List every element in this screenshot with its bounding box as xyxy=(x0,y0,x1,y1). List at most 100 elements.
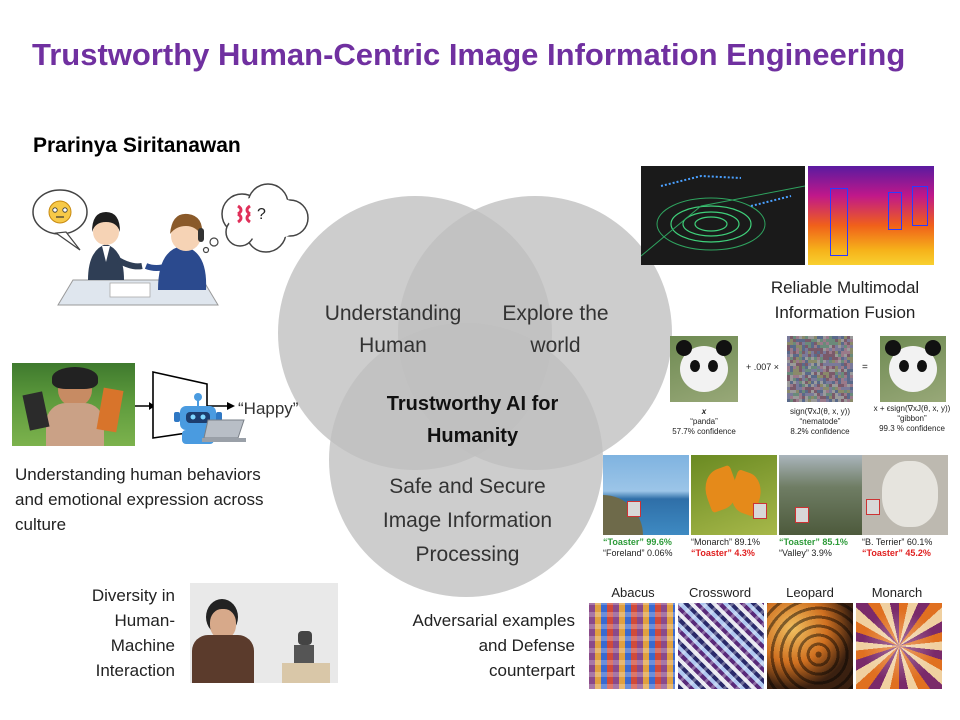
table xyxy=(282,663,330,683)
thought-cloud xyxy=(202,183,309,254)
venn-label-center-line2: Humanity xyxy=(426,425,519,447)
toaster-caption-label: “Toaster” xyxy=(779,537,820,547)
venn-label-safe: Safe and Secure Image Information Proces… xyxy=(345,470,590,572)
lidar-pointcloud-image xyxy=(641,166,805,265)
noise-var: sign(∇xJ(θ, x, y)) xyxy=(789,407,851,416)
toaster-patch xyxy=(866,499,880,515)
panda-var: x xyxy=(701,407,707,416)
woman-with-product-photo xyxy=(12,363,135,446)
laptop-icon xyxy=(203,419,245,439)
emotion-caption-line3: culture xyxy=(15,515,67,534)
venn-label-human-line1: Understanding xyxy=(324,302,462,325)
toaster-caption: “Toaster” 85.1% “Valley” 3.9% xyxy=(779,537,869,559)
product-box xyxy=(96,387,124,433)
anger-icon xyxy=(237,204,251,224)
toaster-patch xyxy=(753,503,767,519)
adversarial-caption: Adversarial examples and Defense counter… xyxy=(368,608,575,683)
robot-icon xyxy=(174,393,246,444)
toaster-caption-label: “Foreland” xyxy=(603,548,645,558)
diversity-caption-line1: Diversity in xyxy=(91,586,175,605)
toaster-caption-label: “Toaster” xyxy=(603,537,644,547)
patch-label-leopard: Leopard xyxy=(786,585,834,600)
toaster-image-3 xyxy=(779,455,865,535)
toaster-caption-label: “Toaster” xyxy=(691,548,732,558)
venn-label-center-line1: Trustworthy AI for xyxy=(386,393,559,415)
toaster-image-1 xyxy=(603,455,689,535)
gibbon-var: x + ϵsign(∇xJ(θ, x, y)) xyxy=(873,404,951,413)
patch-label-abacus: Abacus xyxy=(611,585,655,600)
toaster-caption-label: “Valley” xyxy=(779,548,809,558)
fusion-caption-line2: Information Fusion xyxy=(774,303,916,322)
patch-label-crossword: Crossword xyxy=(688,585,752,600)
noise-label: “nematode” xyxy=(799,417,841,426)
fusion-caption: Reliable Multimodal Information Fusion xyxy=(740,275,950,325)
thermal-detection-image xyxy=(808,166,934,265)
toaster-image-4 xyxy=(862,455,948,535)
venn-label-human-line2: Human xyxy=(359,334,427,357)
worried-face-icon xyxy=(48,200,72,224)
abacus-patch xyxy=(589,603,675,689)
venn-label-world-line1: Explore the xyxy=(502,302,609,325)
diversity-caption-line4: Interaction xyxy=(95,661,175,680)
slide-title: Trustworthy Human-Centric Image Informat… xyxy=(32,37,906,72)
toaster-caption-score: 3.9% xyxy=(808,548,832,558)
venn-circle-safe xyxy=(329,323,603,597)
toaster-caption-score: 85.1% xyxy=(819,537,848,547)
robot-head xyxy=(298,631,312,645)
toaster-caption: “B. Terrier” 60.1%“Toaster” 45.2% xyxy=(862,537,952,559)
toaster-caption-label: “B. Terrier” xyxy=(862,537,905,547)
adversarial-panda-image xyxy=(880,336,946,402)
toaster-caption-score: 0.06% xyxy=(644,548,673,558)
question-mark: ? xyxy=(257,206,266,223)
toaster-patch xyxy=(795,507,809,523)
venn-label-safe-line1: Safe and Secure xyxy=(389,475,546,498)
crossword-patch xyxy=(678,603,764,689)
gibbon-label: “gibbon” xyxy=(897,414,927,423)
toaster-caption-score: 4.3% xyxy=(731,548,755,558)
product-box xyxy=(22,391,50,431)
diversity-caption-line2: Human- xyxy=(114,611,175,630)
toaster-caption-score: 60.1% xyxy=(904,537,933,547)
toaster-caption-label: “Monarch” xyxy=(691,537,733,547)
fusion-caption-line1: Reliable Multimodal xyxy=(770,278,920,297)
diversity-caption: Diversity in Human- Machine Interaction xyxy=(60,583,175,683)
toaster-caption: “Toaster” 99.6%“Foreland” 0.06% xyxy=(603,537,693,559)
equals-sign: = xyxy=(862,362,868,373)
hmi-photo xyxy=(190,583,338,683)
venn-label-safe-line3: Processing xyxy=(415,543,520,566)
robot-output-label: “Happy” xyxy=(238,399,299,418)
toaster-caption-score: 45.2% xyxy=(902,548,931,558)
toaster-caption-label: “Toaster” xyxy=(862,548,903,558)
noise-confidence: 8.2% confidence xyxy=(790,427,850,436)
venn-label-world-line2: world xyxy=(530,334,581,357)
venn-label-safe-line2: Image Information xyxy=(382,509,553,532)
noise-caption: sign(∇xJ(θ, x, y)) “nematode” 8.2% confi… xyxy=(766,407,874,437)
panda-confidence: 57.7% confidence xyxy=(672,427,736,436)
conversation-illustration xyxy=(32,183,309,306)
toaster-caption: “Monarch” 89.1%“Toaster” 4.3% xyxy=(691,537,781,559)
panda-caption: x “panda” 57.7% confidence xyxy=(654,407,754,437)
panda-label: “panda” xyxy=(690,417,718,426)
toaster-patch xyxy=(627,501,641,517)
toaster-image-2 xyxy=(691,455,777,535)
gibbon-confidence: 99.3 % confidence xyxy=(879,424,945,433)
leopard-patch xyxy=(767,603,853,689)
woman-figure xyxy=(88,212,143,280)
venn-label-center: Trustworthy AI for Humanity xyxy=(345,388,600,452)
panda-image xyxy=(670,336,738,402)
noise-image xyxy=(787,336,853,402)
perturbation-plus: + .007 × xyxy=(746,362,780,372)
venn-diagram xyxy=(278,196,672,597)
venn-label-world: Explore the world xyxy=(478,298,633,362)
diversity-caption-line3: Machine xyxy=(110,636,175,655)
robot-body xyxy=(294,645,314,663)
patch-label-monarch: Monarch xyxy=(871,585,923,600)
toaster-caption-score: 89.1% xyxy=(732,537,761,547)
man-figure xyxy=(144,213,207,290)
adversarial-caption-line1: Adversarial examples xyxy=(412,611,575,630)
adversarial-caption-line2: and Defense xyxy=(478,636,575,655)
emotion-caption-line2: and emotional expression across xyxy=(15,490,264,509)
venn-label-human: Understanding Human xyxy=(298,298,488,362)
gibbon-caption: x + ϵsign(∇xJ(θ, x, y)) “gibbon” 99.3 % … xyxy=(866,404,958,434)
emotion-caption-line1: Understanding human behaviors xyxy=(15,465,261,484)
